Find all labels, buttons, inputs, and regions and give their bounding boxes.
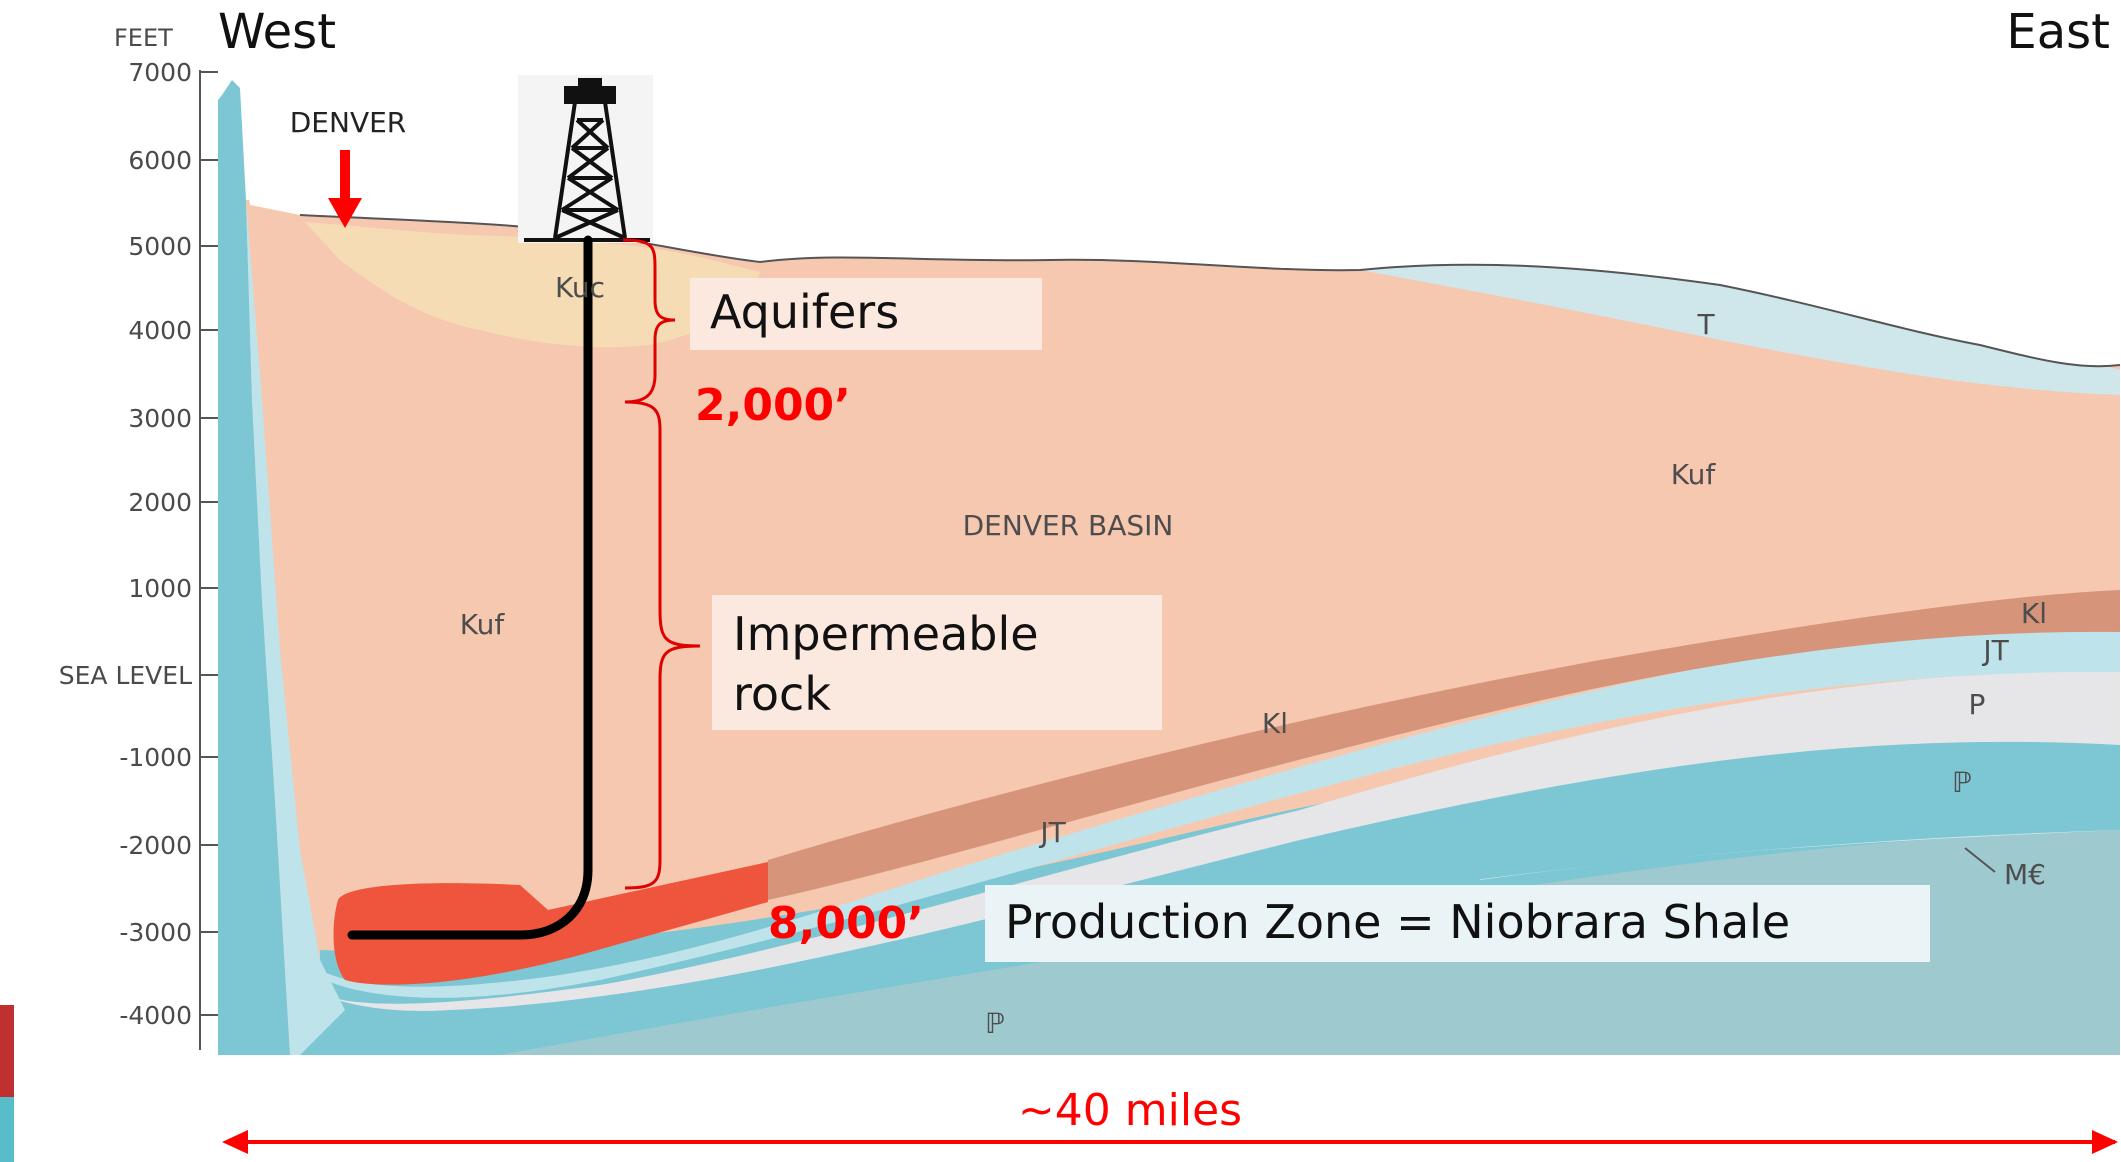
edge-accent-teal <box>0 1097 14 1162</box>
geo-label-kuf-left: Kuf <box>460 608 506 641</box>
axis-tick-1000: 1000 <box>128 574 192 603</box>
impermeable-label-line1: Impermeable <box>733 607 1039 661</box>
depth-2000-label: 2,000’ <box>695 380 851 431</box>
axis-tick-minus-1000: -1000 <box>119 743 192 772</box>
aquifers-callout-box <box>690 278 1042 350</box>
denver-arrow-icon <box>328 150 362 228</box>
denver-label: DENVER <box>290 106 407 139</box>
aquifer-brace <box>622 238 676 404</box>
wellbore <box>347 235 593 940</box>
axis-tick-6000: 6000 <box>128 146 192 175</box>
edge-accent-red <box>0 1005 14 1097</box>
axis-tick-2000: 2000 <box>128 488 192 517</box>
geo-label-kuc: Kuc <box>555 271 605 304</box>
tertiary-layer <box>1360 265 2120 395</box>
geo-label-pp-right: ℙ <box>1952 766 1972 799</box>
layer-kl <box>768 590 2120 900</box>
axis-tick-3000: 3000 <box>128 404 192 433</box>
scale-arrow-left-head <box>222 1130 248 1154</box>
impermeable-callout-box <box>712 595 1162 730</box>
scale-label: ~40 miles <box>1018 1085 1242 1136</box>
mountain-front <box>218 80 290 1055</box>
axis-tick-5000: 5000 <box>128 232 192 261</box>
aquifers-label: Aquifers <box>710 285 899 339</box>
geo-label-t: T <box>1696 308 1715 341</box>
production-callout-box <box>985 885 1930 962</box>
scale-arrow-right-head <box>2092 1130 2118 1154</box>
layer-permian <box>310 670 2120 1011</box>
geo-label-mc: M€ <box>2004 858 2046 891</box>
geo-label-kl-mid: Kl <box>1262 707 1288 740</box>
mc-leader-line <box>1964 847 1996 873</box>
aquifer-layer <box>305 222 760 348</box>
west-label: West <box>218 4 336 60</box>
impermeable-brace <box>624 400 701 890</box>
axis-tick-7000: 7000 <box>128 58 192 87</box>
axis-tick-4000: 4000 <box>128 316 192 345</box>
east-label: East <box>2006 4 2110 60</box>
impermeable-label-line2: rock <box>733 667 831 721</box>
axis-tick-minus-2000: -2000 <box>119 831 192 860</box>
geo-label-kl-right: Kl <box>2021 597 2047 630</box>
y-axis <box>199 70 218 1050</box>
geo-label-p-right: P <box>1969 688 1986 721</box>
geo-label-kuf-right: Kuf <box>1671 458 1717 491</box>
layer-jurassic-triassic <box>300 625 2120 998</box>
depth-8000-label: 8,000’ <box>768 898 924 949</box>
geo-label-pp-bottom: ℙ <box>985 1007 1005 1040</box>
axis-tick-minus-4000: -4000 <box>119 1001 192 1030</box>
production-zone-niobrara <box>333 862 768 985</box>
geo-label-jt-right: JT <box>1981 634 2009 667</box>
axis-tick-sea-level: SEA LEVEL <box>59 661 192 690</box>
axis-tick-minus-3000: -3000 <box>119 918 192 947</box>
axis-unit-label: FEET <box>114 24 173 52</box>
geo-label-jt-mid: JT <box>1038 816 1066 849</box>
production-zone-label: Production Zone = Niobrara Shale <box>1005 895 1790 949</box>
mountain-front-edge <box>246 200 345 1055</box>
geo-label-denver-basin: DENVER BASIN <box>963 509 1174 542</box>
